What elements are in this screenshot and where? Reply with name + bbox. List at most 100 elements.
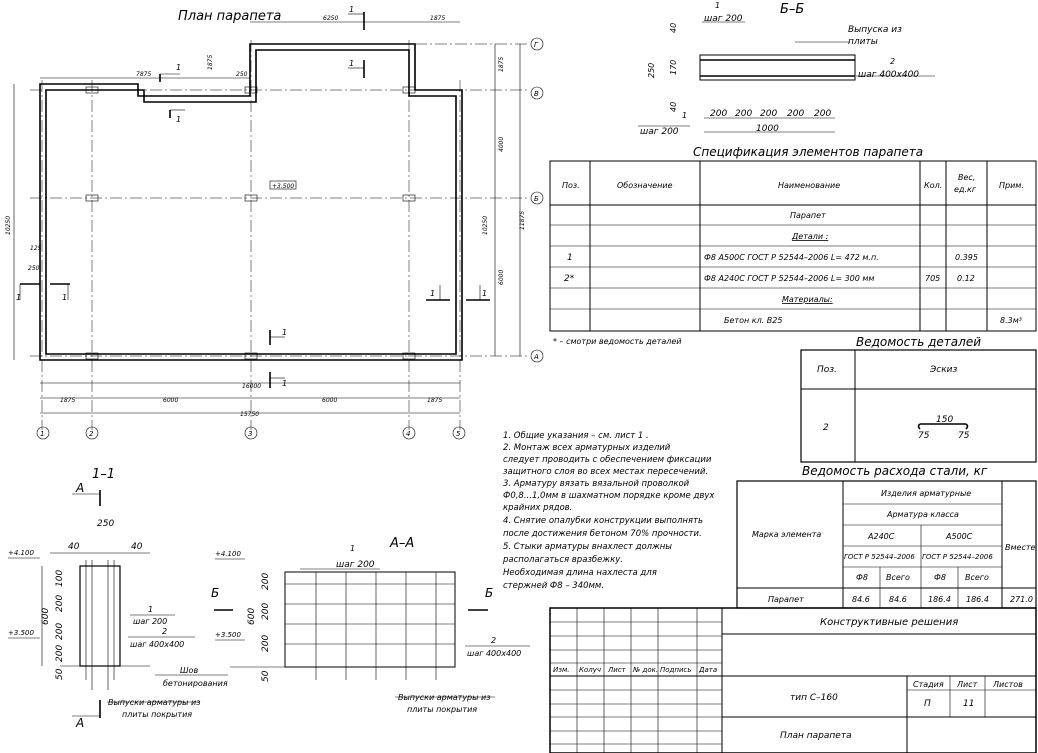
dim: 200 xyxy=(814,109,831,119)
dim: 200 xyxy=(261,573,271,590)
dim: 1875 xyxy=(498,57,505,72)
secAA-l1s: шаг 200 xyxy=(336,560,375,570)
spec-row-name: Ф8 А240С ГОСТ Р 52544–2006 L= 300 мм xyxy=(704,274,874,283)
dim: 6000 xyxy=(163,397,178,404)
dim-right-mid: 10250 xyxy=(482,216,489,235)
spec-footnote: * – смотри ведомость деталей xyxy=(553,337,681,346)
details-h-pos: Поз. xyxy=(817,365,837,375)
steel-table: Ведомость расхода стали, кг Изделия арма… xyxy=(736,464,1037,609)
stamp-h-sheet: Лист xyxy=(956,680,978,689)
secAA-l1: 1 xyxy=(350,544,355,553)
dim: 600 xyxy=(41,608,51,625)
dim: 50 xyxy=(261,670,271,682)
section-label: 1 xyxy=(16,293,21,302)
dim-left: 10250 xyxy=(5,216,12,235)
stamp-col: Колуч xyxy=(579,666,601,674)
spec-h-note: Прим. xyxy=(999,181,1024,190)
dim: 40 xyxy=(669,23,678,33)
spec-h-weight-unit: ед.кг xyxy=(954,185,977,194)
spec-h-name: Наименование xyxy=(778,181,840,190)
stamp-name: План парапета xyxy=(780,731,852,741)
axis-label: А xyxy=(533,353,539,361)
sec11-l2s: шаг 400x400 xyxy=(130,640,184,649)
dim: 1875 xyxy=(427,397,442,404)
dim: 50 xyxy=(55,668,65,680)
secAA-B: Б xyxy=(211,586,219,600)
steel-h-class: Арматура класса xyxy=(886,510,959,519)
details-h-sketch: Эскиз xyxy=(929,365,958,375)
sec11-title: 1–1 xyxy=(92,467,115,482)
dim-total: 1000 xyxy=(756,124,779,134)
secAA-mark-top: +4.100 xyxy=(215,550,241,558)
section-label: 1 xyxy=(282,379,287,388)
secAA-mark-bot: +3.500 xyxy=(215,631,241,639)
sec11-A: А xyxy=(75,716,84,730)
stamp-type: тип С–160 xyxy=(790,693,838,703)
axis-label: 3 xyxy=(248,430,252,438)
section-a-a: А–А 1 шаг 200 Б Б +4.100 +3.500 200 200 … xyxy=(211,536,530,714)
spec-row-name: Детали : xyxy=(791,232,829,241)
spec-h-pos: Поз. xyxy=(562,181,580,190)
stamp-h-stage: Стадия xyxy=(913,680,944,689)
bb-step: шаг 200 xyxy=(704,14,743,24)
spec-row-name: Бетон кл. В25 xyxy=(724,316,782,325)
section-bb: Б–Б 1 шаг 200 Выпуска из плиты 2 шаг 400… xyxy=(638,1,935,137)
section-bb-title: Б–Б xyxy=(780,2,804,17)
spec-table: Спецификация элементов парапета Поз. Обо… xyxy=(549,145,1037,346)
sec11-seam-2: бетонирования xyxy=(163,679,228,688)
note-line: Ф0,8...1,0мм в шахматном порядке кроме д… xyxy=(503,491,715,501)
spec-row-qty: 705 xyxy=(925,274,940,283)
dim: 250 xyxy=(236,71,248,78)
sec11-l2: 2 xyxy=(162,627,167,636)
stamp-col: № док. xyxy=(632,666,658,674)
secAA-outlet-1: Выпуски арматуры из xyxy=(398,693,490,702)
bb-step-b: шаг 200 xyxy=(640,127,679,137)
note-line: защитного слоя во всех местах пересечени… xyxy=(503,467,708,477)
steel-h-a240: А240С xyxy=(867,532,895,541)
spec-h-qty: Кол. xyxy=(924,181,942,190)
secAA-title: А–А xyxy=(389,536,414,551)
axis-label: Г xyxy=(534,41,539,49)
section-label: 1 xyxy=(282,328,287,337)
axis-label: 2 xyxy=(89,430,94,438)
sec11-l1s: шаг 200 xyxy=(133,617,167,626)
bb-label-1: 1 xyxy=(715,1,720,10)
note-line: 4. Снятие опалубки конструкции выполнять xyxy=(503,516,703,526)
stamp-col: Лист xyxy=(607,666,627,674)
spec-title: Спецификация элементов парапета xyxy=(693,145,923,159)
spec-row-pos: 1 xyxy=(567,253,573,263)
note-line: стержней Ф8 – 340мм. xyxy=(503,581,604,591)
bb-mesh: шаг 400x400 xyxy=(858,70,919,80)
axis-bubbles-horizontal: Г В Б А xyxy=(530,37,544,363)
section-label: 1 xyxy=(62,293,67,302)
details-title: Ведомость деталей xyxy=(856,335,981,349)
axis-label: В xyxy=(534,90,539,98)
dim: 200 xyxy=(710,109,727,119)
steel-h-phi: Ф8 xyxy=(934,573,946,582)
sec11-l1: 1 xyxy=(148,605,153,614)
axis-label: 5 xyxy=(456,430,461,438)
stamp-col: Подпись xyxy=(660,666,692,674)
steel-h-gost: ГОСТ Р 52544–2006 xyxy=(922,553,993,561)
dim: 100 xyxy=(55,570,65,587)
section-label: 1 xyxy=(430,289,435,298)
section-1-1: 1–1 А А 250 40 40 +4.100 +3.500 100 200 … xyxy=(8,467,228,730)
dim: 170 xyxy=(669,60,678,75)
stamp-stage: П xyxy=(924,699,931,709)
dim-right-total: 11875 xyxy=(519,211,526,230)
spec-row-weight: 0.12 xyxy=(957,274,975,283)
bb-outlet-2: плиты xyxy=(848,37,878,47)
dim: 125 xyxy=(30,245,42,252)
spec-row-name: Парапет xyxy=(790,211,826,220)
section-label: 1 xyxy=(482,289,487,298)
sec11-mark-bot: +3.500 xyxy=(8,629,34,637)
dim-total: 15750 xyxy=(240,411,259,418)
plan-title: План парапета xyxy=(178,9,281,24)
sec11-seam-1: Шов xyxy=(180,666,198,675)
sec11-outlet-1: Выпуски арматуры из xyxy=(108,698,200,707)
details-len-right: 75 xyxy=(958,431,970,441)
steel-h-sum: Вместе xyxy=(1005,543,1036,552)
stamp-col: Дата xyxy=(698,666,717,674)
axis-label: 4 xyxy=(406,430,410,438)
section-label: 1 xyxy=(176,63,181,72)
